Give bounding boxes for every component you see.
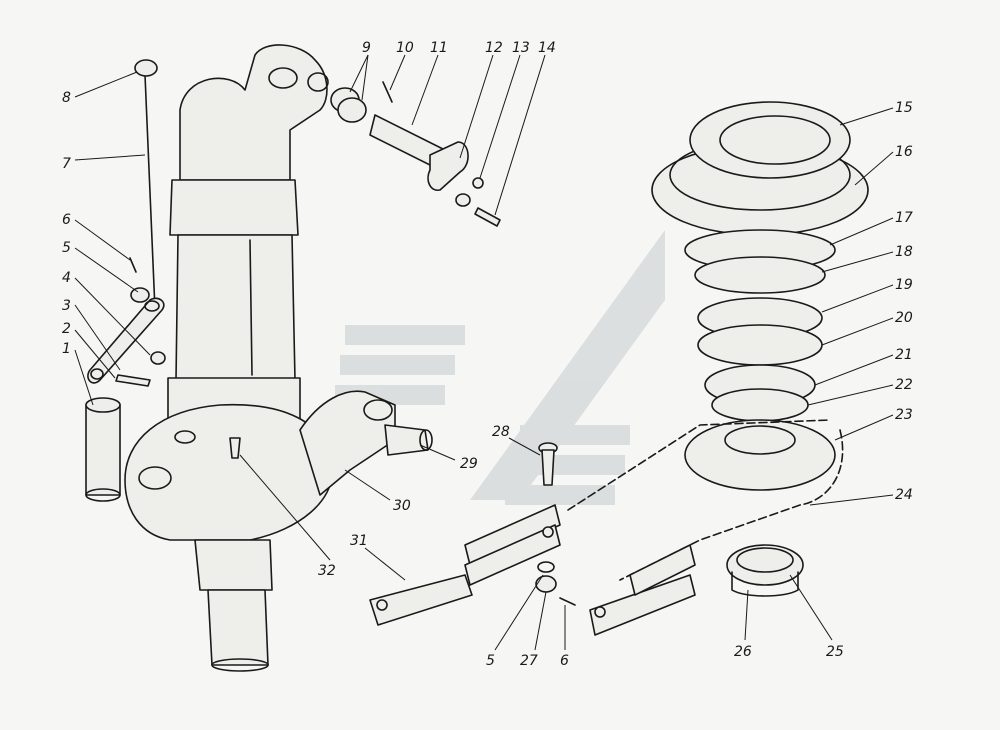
- label-5-lower: 5: [486, 653, 495, 669]
- part-27-nut: [535, 561, 557, 593]
- label-9: 9: [362, 40, 371, 56]
- part-4-link-plate: [87, 287, 166, 387]
- label-11: 11: [430, 40, 448, 56]
- label-26: 26: [734, 644, 752, 660]
- label-16: 16: [895, 144, 913, 160]
- label-31: 31: [350, 533, 368, 549]
- leader-lines: [74, 54, 894, 651]
- part-32-grease-fitting: [229, 437, 241, 459]
- part-9-14-pin-assembly: [330, 81, 501, 227]
- label-32: 32: [318, 563, 336, 579]
- part-23-sprocket: [684, 419, 836, 491]
- bearing-stack: [651, 101, 869, 422]
- label-2: 2: [62, 321, 71, 337]
- label-18: 18: [895, 244, 913, 260]
- label-6-lower: 6: [560, 653, 569, 669]
- part-24-chain: [567, 419, 844, 581]
- label-20: 20: [895, 310, 913, 326]
- label-17: 17: [895, 210, 913, 226]
- label-19: 19: [895, 277, 913, 293]
- part-6-cotter-pin: [129, 257, 576, 606]
- label-14: 14: [538, 40, 556, 56]
- label-12: 12: [485, 40, 503, 56]
- label-6: 6: [62, 212, 71, 228]
- part-25-26-nut: [726, 544, 804, 597]
- label-21: 21: [895, 347, 913, 363]
- label-13: 13: [512, 40, 530, 56]
- steering-column-housing: [124, 44, 333, 672]
- part-number-labels: 8 7 6 5 4 3 2 1 9 10 11 12 13 14 15 16 1…: [62, 40, 913, 669]
- label-7: 7: [62, 156, 71, 172]
- lever-arm: [299, 390, 433, 496]
- label-4: 4: [62, 270, 71, 286]
- label-24: 24: [895, 487, 913, 503]
- label-10: 10: [396, 40, 414, 56]
- part-28-bolt: [538, 442, 558, 486]
- label-23: 23: [895, 407, 913, 423]
- label-5: 5: [62, 240, 71, 256]
- label-27: 27: [520, 653, 538, 669]
- label-15: 15: [895, 100, 913, 116]
- label-28: 28: [492, 424, 510, 440]
- part-31-strap-right: [589, 544, 696, 636]
- part-31-strap-left: [369, 504, 561, 626]
- part-1-cylinder-pin: [85, 397, 121, 502]
- watermark-logo: [335, 230, 665, 505]
- part-7-rod: [134, 59, 158, 311]
- label-25: 25: [826, 644, 844, 660]
- label-22: 22: [895, 377, 913, 393]
- label-3: 3: [62, 298, 71, 314]
- label-1: 1: [62, 341, 71, 357]
- label-29: 29: [460, 456, 478, 472]
- label-30: 30: [393, 498, 411, 514]
- label-8: 8: [62, 90, 71, 106]
